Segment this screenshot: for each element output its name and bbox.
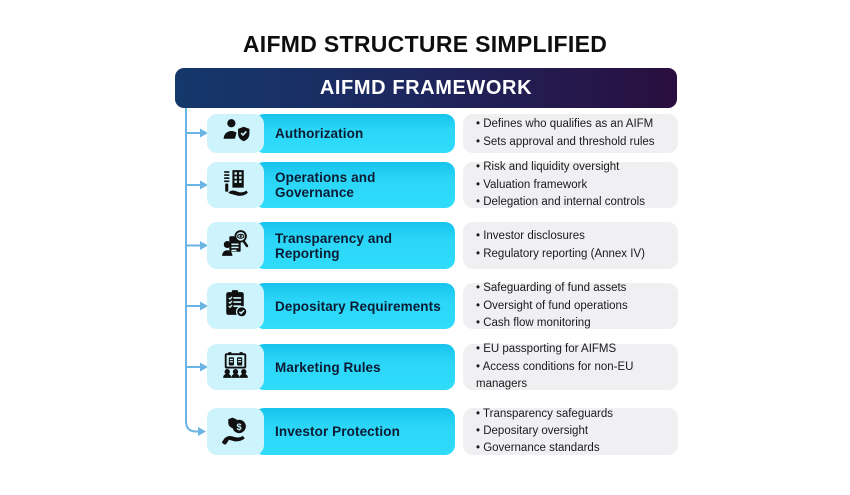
detail-bullet: • Regulatory reporting (Annex IV) (476, 247, 645, 260)
framework-row-depositary-requirements: Depositary Requirements • Safeguarding o… (207, 282, 678, 329)
row-topic-bar[interactable]: Investor Protection (254, 408, 455, 455)
svg-text:$: $ (237, 422, 243, 432)
row-icon-tile (207, 114, 264, 153)
detail-bullet: • EU passporting for AIFMS (476, 343, 617, 356)
row-topic-bar[interactable]: Transparency and Reporting (254, 222, 455, 269)
row-topic-label: Investor Protection (275, 424, 400, 439)
row-topic-bar[interactable]: Marketing Rules (254, 344, 455, 390)
row-topic-label: Operations and Governance (275, 170, 376, 200)
magnifier-report-icon (219, 227, 252, 265)
detail-bullet: • Defines who qualifies as an AIFM (476, 118, 654, 131)
detail-bullet: • Access conditions for non-EU managers (476, 360, 634, 390)
detail-bullet: • Sets approval and threshold rules (476, 135, 655, 148)
page-title: AIFMD STRUCTURE SIMPLIFIED (242, 31, 608, 57)
row-detail-box: • Transparency safeguards • Depositary ov… (463, 408, 678, 455)
row-detail-box: • EU passporting for AIFMS • Access condi… (463, 343, 678, 390)
row-icon-tile: $ (207, 408, 264, 455)
framework-row-authorization: Authorization • Defines who qualifies as… (207, 114, 678, 153)
row-topic-bar[interactable]: Depositary Requirements (254, 283, 455, 329)
building-hand-icon (219, 166, 252, 204)
detail-bullet: • Oversight of fund operations (476, 299, 628, 312)
framework-row-investor-protection: $ Investor Protection • Transparency saf… (207, 408, 678, 455)
row-topic-label: Marketing Rules (275, 359, 381, 375)
framework-banner: AIFMD FRAMEWORK (175, 68, 677, 108)
detail-bullet: • Valuation framework (476, 178, 588, 191)
row-topic-label: Authorization (275, 126, 364, 141)
presentation-audience-icon (219, 348, 252, 386)
detail-bullet: • Transparency safeguards (476, 407, 613, 420)
row-topic-label: Depositary Requirements (275, 298, 441, 314)
detail-bullet: • Cash flow monitoring (476, 316, 591, 329)
row-topic-bar[interactable]: Authorization (254, 114, 455, 153)
hand-coin-shield-icon: $ (219, 413, 252, 451)
row-icon-tile (207, 283, 264, 329)
framework-row-marketing-rules: Marketing Rules • EU passporting for AIF… (207, 343, 678, 390)
detail-bullet: • Delegation and internal controls (476, 195, 645, 208)
framework-row-operations-and-governance: Operations and Governance • Risk and liq… (207, 161, 678, 208)
detail-bullet: • Safeguarding of fund assets (476, 282, 627, 295)
framework-row-transparency-and-reporting: Transparency and Reporting • Investor di… (207, 222, 678, 269)
row-detail-box: • Risk and liquidity oversight • Valuatio… (463, 161, 678, 208)
person-shield-icon (219, 115, 252, 153)
detail-bullet: • Depositary oversight (476, 425, 589, 437)
row-detail-box: • Investor disclosures • Regulatory repor… (463, 222, 678, 269)
row-topic-label: Transparency and Reporting (275, 230, 393, 261)
row-topic-bar[interactable]: Operations and Governance (254, 162, 455, 208)
row-icon-tile (207, 222, 264, 269)
clipboard-check-icon (219, 287, 252, 325)
detail-bullet: • Investor disclosures (476, 230, 585, 243)
row-icon-tile (207, 162, 264, 208)
row-detail-box: • Defines who qualifies as an AIFM • Sets… (463, 114, 678, 153)
row-icon-tile (207, 344, 264, 390)
row-detail-box: • Safeguarding of fund assets • Oversight… (463, 282, 678, 329)
detail-bullet: • Governance standards (476, 442, 600, 455)
framework-banner-label: AIFMD FRAMEWORK (319, 76, 533, 99)
detail-bullet: • Risk and liquidity oversight (476, 161, 620, 174)
